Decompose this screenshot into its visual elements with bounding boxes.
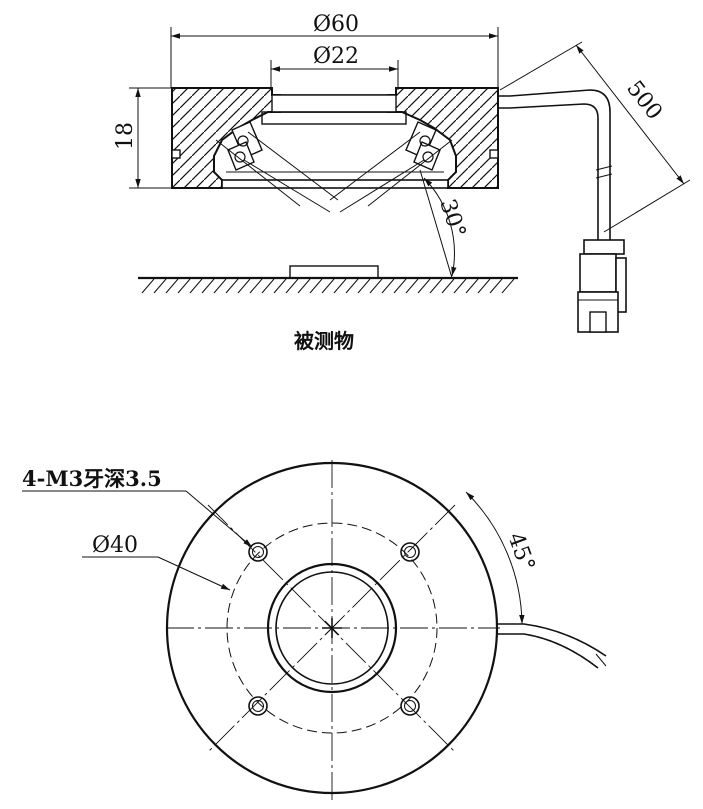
- inner-diameter-label: Ø22: [313, 44, 359, 69]
- cable-length-dimension: 500: [499, 41, 691, 233]
- bolt-circle-label: Ø40: [92, 533, 138, 558]
- mounting-hole: [400, 542, 420, 562]
- angle-label-top: 45°: [502, 530, 539, 575]
- bolt-circle-callout: Ø40: [82, 533, 231, 591]
- mounting-hole: [248, 696, 268, 716]
- cable-length-label: 500: [621, 76, 667, 124]
- led-board-right: [405, 121, 441, 171]
- outer-diameter-dimension: Ø60: [170, 12, 499, 88]
- center-mark: [322, 618, 342, 638]
- object-and-ground: 被测物: [138, 265, 518, 353]
- cable-top: [497, 623, 607, 669]
- mounting-hole: [248, 542, 268, 562]
- outer-diameter-label: Ø60: [313, 12, 359, 37]
- led-board-left: [227, 121, 263, 171]
- top-view: 4-M3牙深3.5 Ø40 45°: [22, 460, 607, 800]
- inner-bore-outer: [266, 562, 398, 694]
- outer-ring: [165, 461, 499, 795]
- thread-label: 4-M3牙深3.5: [22, 466, 162, 491]
- mounting-hole: [400, 696, 420, 716]
- thread-callout: 4-M3牙深3.5: [22, 466, 253, 548]
- bolt-circle: [226, 522, 438, 734]
- cable: [498, 89, 613, 240]
- connector: [577, 239, 627, 333]
- angle-label-side: 30°: [434, 196, 470, 241]
- height-dimension: 18: [113, 87, 172, 189]
- inner-bore-inner: [275, 571, 389, 685]
- inner-diameter-dimension: Ø22: [270, 44, 399, 90]
- object-label: 被测物: [294, 329, 354, 353]
- side-view: Ø60 Ø22 18: [113, 12, 691, 353]
- height-label: 18: [113, 122, 138, 150]
- angle-dimension-top: 45°: [465, 491, 539, 625]
- light-housing-section: [171, 87, 499, 213]
